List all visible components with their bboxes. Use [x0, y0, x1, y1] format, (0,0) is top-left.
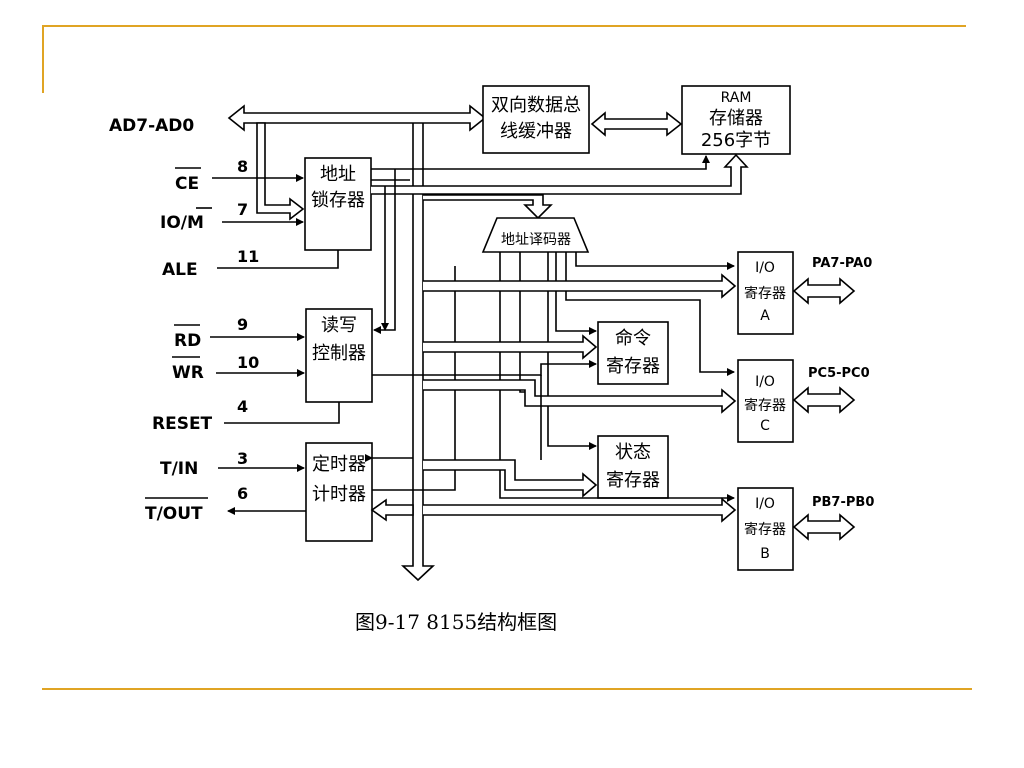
ioa-line3: A — [760, 308, 770, 324]
port-c-arrow — [792, 386, 856, 414]
bus-to-decoder — [423, 194, 553, 220]
reset-line — [224, 402, 340, 424]
bus-to-port-c — [423, 379, 737, 414]
pinnum-tin: 3 — [237, 449, 248, 468]
buffer-line2: 线缓冲器 — [500, 121, 572, 142]
iob-line1: I/O — [755, 496, 775, 512]
buffer-ram-arrow — [590, 111, 683, 137]
latch-address-outputs — [371, 153, 749, 334]
pin-wr: WR — [172, 363, 204, 383]
bus-to-command-reg — [423, 334, 598, 360]
io-register-a-block: I/O 寄存器 A — [737, 251, 794, 335]
status-register-block: 状态 寄存器 — [597, 435, 669, 499]
pinnum-iom: 7 — [237, 200, 248, 219]
pin-iom: IO/M — [160, 213, 204, 233]
port-b-label: PB7-PB0 — [812, 495, 874, 510]
timer-line2: 计时器 — [312, 484, 366, 505]
pinnum-ale: 11 — [237, 247, 259, 266]
pinnum-tout: 6 — [237, 484, 248, 503]
ram-line1: RAM — [721, 90, 752, 106]
ioc-line1: I/O — [755, 374, 775, 390]
ioc-line2: 寄存器 — [744, 397, 786, 414]
decoder-label: 地址译码器 — [501, 232, 571, 248]
ram-block: RAM 存储器 256字节 — [681, 85, 791, 155]
address-latch-block: 地址 锁存器 — [304, 157, 372, 251]
pinnum-reset: 4 — [237, 397, 248, 416]
pinnum-ce: 8 — [237, 157, 248, 176]
cmd-line2: 寄存器 — [606, 356, 660, 377]
timer-bus-link — [365, 360, 597, 522]
iob-line2: 寄存器 — [744, 521, 786, 538]
pinnum-wr: 10 — [237, 353, 259, 372]
buffer-line1: 双向数据总 — [491, 95, 581, 116]
ioa-line1: I/O — [755, 260, 775, 276]
ram-line3: 256字节 — [701, 130, 771, 151]
left-rule — [42, 25, 44, 93]
top-rule — [42, 25, 966, 27]
status-line1: 状态 — [615, 442, 651, 463]
pin-tin: T/IN — [160, 459, 198, 479]
port-a-arrow — [792, 277, 856, 305]
port-c-label: PC5-PC0 — [808, 366, 870, 381]
timer-counter-block: 定时器 计时器 — [305, 442, 373, 542]
ram-line2: 存储器 — [709, 108, 763, 129]
pin-reset: RESET — [152, 414, 213, 434]
ad-to-latch-arrow — [256, 122, 305, 221]
bus-to-port-b — [423, 497, 737, 523]
port-b-arrow — [792, 513, 856, 541]
pin-ce: CE — [175, 174, 199, 194]
io-register-b-block: I/O 寄存器 B — [737, 487, 794, 571]
figure-caption: 图9-17 8155结构框图 — [355, 610, 557, 634]
status-line2: 寄存器 — [606, 470, 660, 491]
io-register-c-block: I/O 寄存器 C — [737, 359, 794, 443]
latch-line2: 锁存器 — [311, 190, 365, 211]
address-decoder-block: 地址译码器 — [481, 217, 590, 253]
rw-line2: 控制器 — [312, 343, 366, 364]
pin-ale: ALE — [162, 260, 198, 280]
bus-to-status-reg — [423, 459, 598, 498]
ioc-line3: C — [760, 418, 770, 434]
pin-ad: AD7-AD0 — [109, 116, 194, 136]
bottom-rule — [42, 688, 972, 690]
rw-line1: 读写 — [321, 315, 357, 336]
pin-rd: RD — [174, 331, 201, 351]
iob-line3: B — [760, 546, 770, 562]
command-register-block: 命令 寄存器 — [597, 321, 669, 385]
bidirectional-buffer-block: 双向数据总 线缓冲器 — [482, 85, 590, 154]
ioa-line2: 寄存器 — [744, 285, 786, 302]
timer-line1: 定时器 — [312, 454, 366, 475]
pinnum-rd: 9 — [237, 315, 248, 334]
pin-tout: T/OUT — [145, 504, 203, 524]
latch-line1: 地址 — [320, 164, 356, 185]
port-a-label: PA7-PA0 — [812, 256, 872, 271]
internal-bus — [400, 118, 436, 582]
cmd-line1: 命令 — [615, 328, 651, 349]
rw-control-block: 读写 控制器 — [305, 308, 373, 403]
ad-bus-arrow — [227, 104, 487, 132]
bus-to-port-a — [423, 273, 737, 299]
ale-line — [217, 250, 339, 269]
